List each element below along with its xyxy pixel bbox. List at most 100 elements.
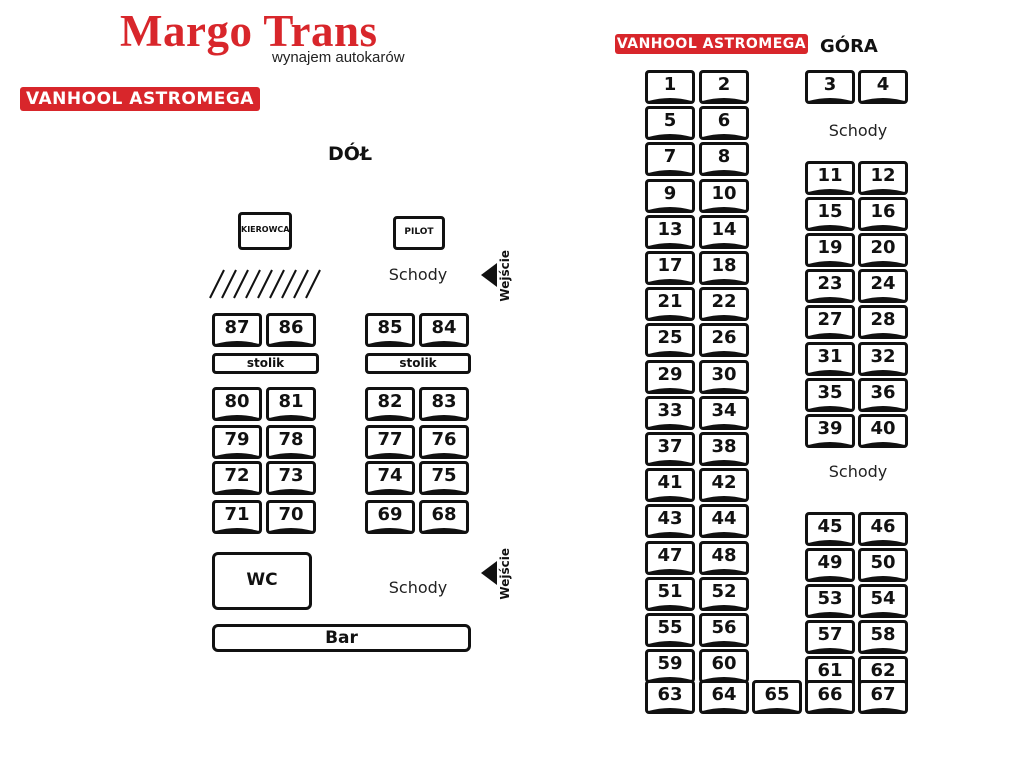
seat-number: 3 (823, 74, 837, 95)
seat-cushion-icon (702, 388, 746, 391)
seat-70[interactable]: 70 (266, 500, 316, 534)
seat-71[interactable]: 71 (212, 500, 262, 534)
seat-81[interactable]: 81 (266, 387, 316, 421)
seat-number: 29 (657, 364, 683, 385)
seat-73[interactable]: 73 (266, 461, 316, 495)
seat-23[interactable]: 23 (805, 269, 855, 303)
seat-38[interactable]: 38 (699, 432, 749, 466)
seat-84[interactable]: 84 (419, 313, 469, 347)
seat-50[interactable]: 50 (858, 548, 908, 582)
seat-59[interactable]: 59 (645, 649, 695, 683)
seat-number: 2 (717, 74, 731, 95)
seat-34[interactable]: 34 (699, 396, 749, 430)
seat-58[interactable]: 58 (858, 620, 908, 654)
seat-82[interactable]: 82 (365, 387, 415, 421)
seat-7[interactable]: 7 (645, 142, 695, 176)
seat-54[interactable]: 54 (858, 584, 908, 618)
seat-15[interactable]: 15 (805, 197, 855, 231)
seat-45[interactable]: 45 (805, 512, 855, 546)
seat-43[interactable]: 43 (645, 504, 695, 538)
seat-12[interactable]: 12 (858, 161, 908, 195)
seat-5[interactable]: 5 (645, 106, 695, 140)
seat-77[interactable]: 77 (365, 425, 415, 459)
seat-1[interactable]: 1 (645, 70, 695, 104)
seat-37[interactable]: 37 (645, 432, 695, 466)
seat-66[interactable]: 66 (805, 680, 855, 714)
seat-87[interactable]: 87 (212, 313, 262, 347)
stairs-label-upper-front: Schody (828, 121, 888, 140)
seat-18[interactable]: 18 (699, 251, 749, 285)
seat-20[interactable]: 20 (858, 233, 908, 267)
seat-cushion-icon (368, 415, 412, 418)
seat-41[interactable]: 41 (645, 468, 695, 502)
seat-3[interactable]: 3 (805, 70, 855, 104)
seat-78[interactable]: 78 (266, 425, 316, 459)
seat-55[interactable]: 55 (645, 613, 695, 647)
seat-24[interactable]: 24 (858, 269, 908, 303)
seat-83[interactable]: 83 (419, 387, 469, 421)
seat-60[interactable]: 60 (699, 649, 749, 683)
seat-69[interactable]: 69 (365, 500, 415, 534)
seat-40[interactable]: 40 (858, 414, 908, 448)
seat-10[interactable]: 10 (699, 179, 749, 213)
seat-21[interactable]: 21 (645, 287, 695, 321)
seat-42[interactable]: 42 (699, 468, 749, 502)
seat-52[interactable]: 52 (699, 577, 749, 611)
seat-27[interactable]: 27 (805, 305, 855, 339)
seat-64[interactable]: 64 (699, 680, 749, 714)
seat-4[interactable]: 4 (858, 70, 908, 104)
seat-75[interactable]: 75 (419, 461, 469, 495)
seat-cushion-icon (755, 708, 799, 711)
seat-number: 38 (711, 436, 737, 457)
seat-72[interactable]: 72 (212, 461, 262, 495)
seat-35[interactable]: 35 (805, 378, 855, 412)
seat-13[interactable]: 13 (645, 215, 695, 249)
seat-8[interactable]: 8 (699, 142, 749, 176)
seat-85[interactable]: 85 (365, 313, 415, 347)
seat-14[interactable]: 14 (699, 215, 749, 249)
seat-49[interactable]: 49 (805, 548, 855, 582)
seat-56[interactable]: 56 (699, 613, 749, 647)
seat-39[interactable]: 39 (805, 414, 855, 448)
seat-26[interactable]: 26 (699, 323, 749, 357)
seat-cushion-icon (648, 351, 692, 354)
seat-31[interactable]: 31 (805, 342, 855, 376)
seat-6[interactable]: 6 (699, 106, 749, 140)
seat-53[interactable]: 53 (805, 584, 855, 618)
seat-33[interactable]: 33 (645, 396, 695, 430)
seat-36[interactable]: 36 (858, 378, 908, 412)
seat-number: 62 (870, 660, 896, 681)
seat-67[interactable]: 67 (858, 680, 908, 714)
seat-51[interactable]: 51 (645, 577, 695, 611)
seat-65[interactable]: 65 (752, 680, 802, 714)
seat-79[interactable]: 79 (212, 425, 262, 459)
seat-44[interactable]: 44 (699, 504, 749, 538)
seat-32[interactable]: 32 (858, 342, 908, 376)
seat-57[interactable]: 57 (805, 620, 855, 654)
seat-22[interactable]: 22 (699, 287, 749, 321)
seat-76[interactable]: 76 (419, 425, 469, 459)
seat-74[interactable]: 74 (365, 461, 415, 495)
seat-17[interactable]: 17 (645, 251, 695, 285)
seat-28[interactable]: 28 (858, 305, 908, 339)
seat-30[interactable]: 30 (699, 360, 749, 394)
seat-48[interactable]: 48 (699, 541, 749, 575)
seat-86[interactable]: 86 (266, 313, 316, 347)
seat-cushion-icon (808, 98, 852, 101)
seat-11[interactable]: 11 (805, 161, 855, 195)
seat-number: 68 (431, 504, 457, 525)
seat-19[interactable]: 19 (805, 233, 855, 267)
seat-80[interactable]: 80 (212, 387, 262, 421)
seat-25[interactable]: 25 (645, 323, 695, 357)
seat-63[interactable]: 63 (645, 680, 695, 714)
seat-2[interactable]: 2 (699, 70, 749, 104)
seat-9[interactable]: 9 (645, 179, 695, 213)
seat-29[interactable]: 29 (645, 360, 695, 394)
seat-68[interactable]: 68 (419, 500, 469, 534)
seat-cushion-icon (702, 207, 746, 210)
seat-cushion-icon (648, 641, 692, 644)
seat-47[interactable]: 47 (645, 541, 695, 575)
seat-16[interactable]: 16 (858, 197, 908, 231)
seat-cushion-icon (648, 460, 692, 463)
seat-46[interactable]: 46 (858, 512, 908, 546)
